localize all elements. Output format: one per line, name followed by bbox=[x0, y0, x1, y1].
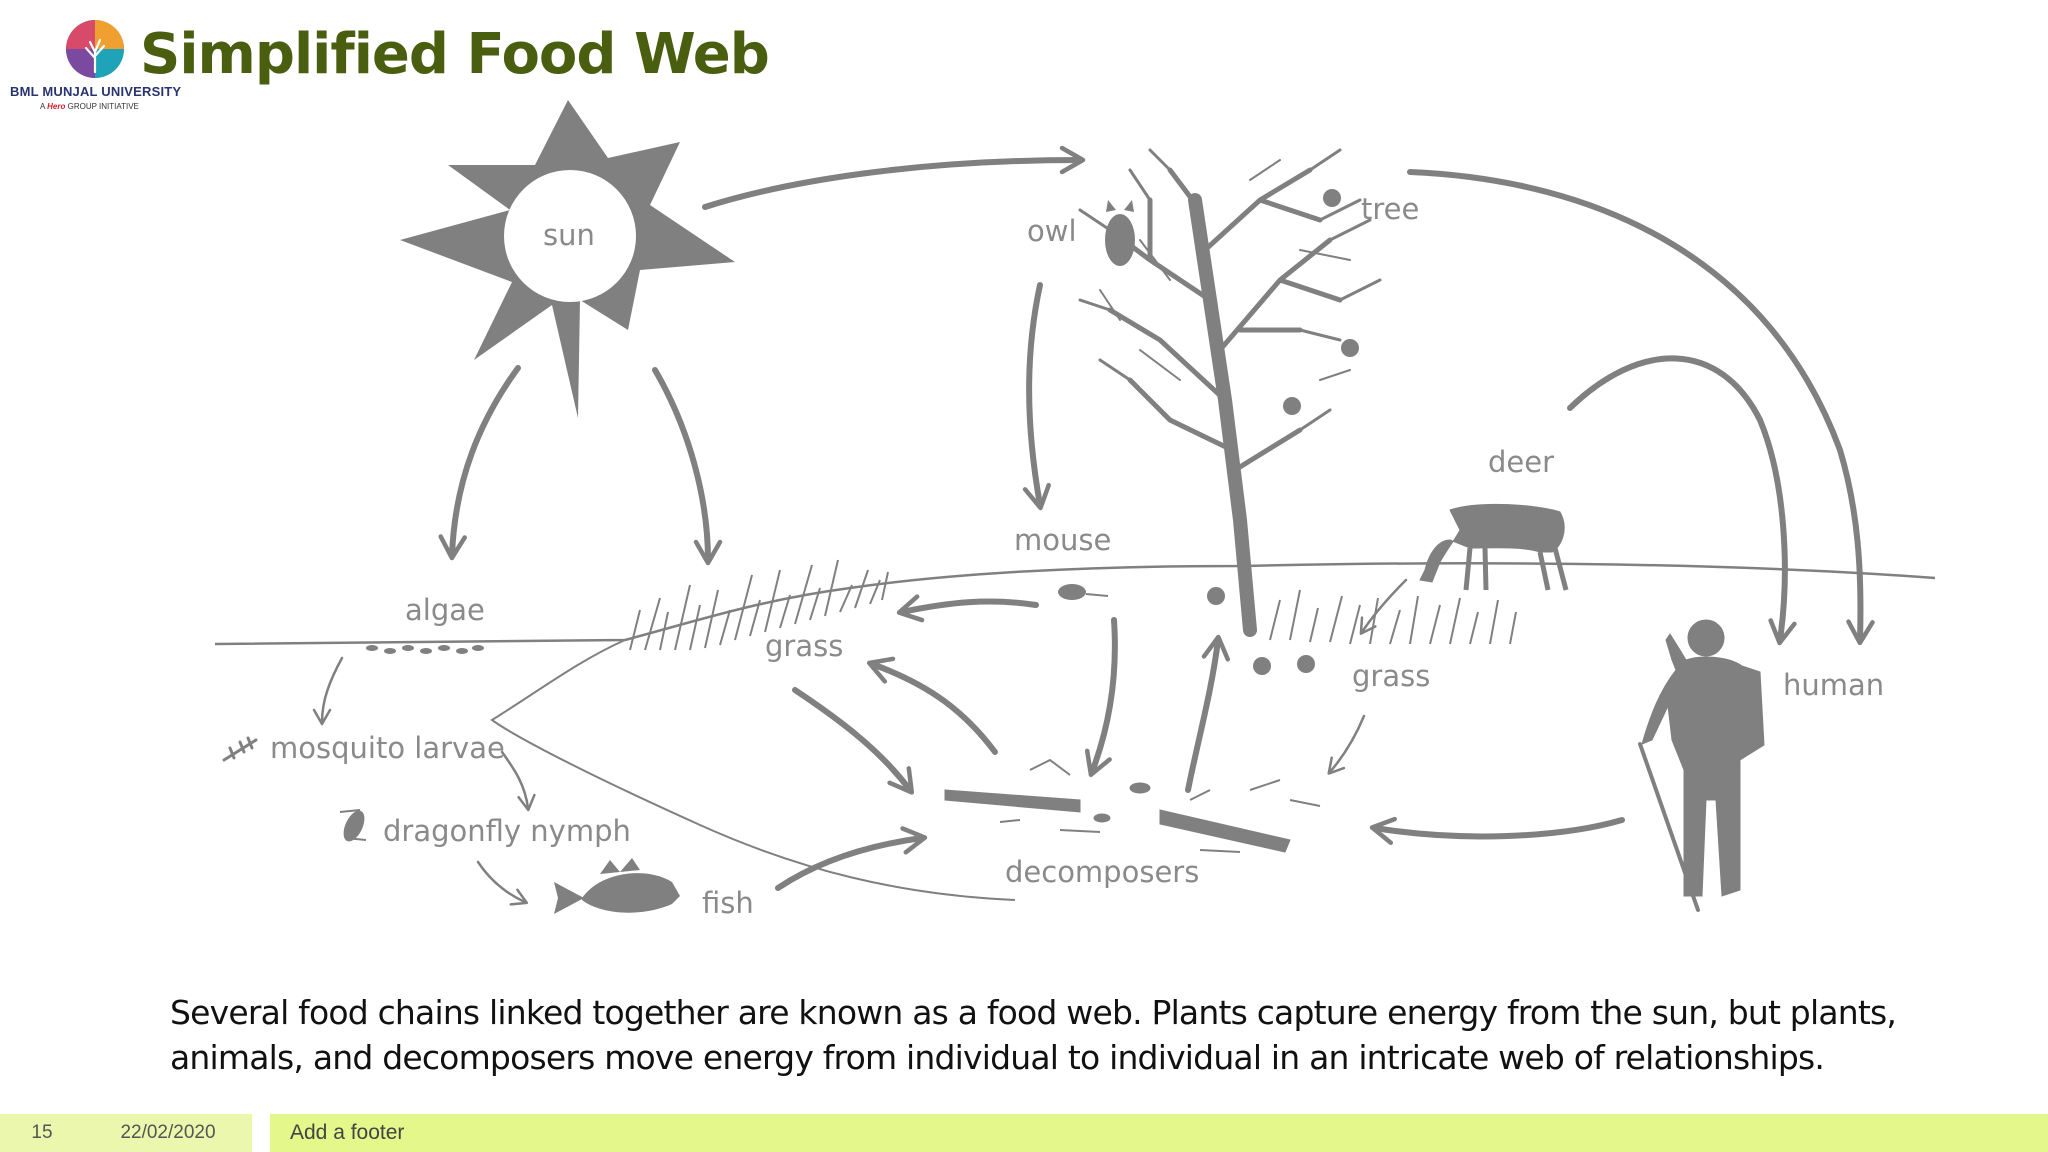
label-decomposers: decomposers bbox=[1005, 855, 1199, 889]
ground-line bbox=[214, 562, 1936, 646]
arrow-owl-to-mouse bbox=[1022, 282, 1051, 511]
label-mouse: mouse bbox=[1014, 523, 1111, 557]
arrow-larvae-to-nymph bbox=[500, 750, 536, 812]
grass-right-icon bbox=[1269, 589, 1517, 645]
owl-icon bbox=[1105, 200, 1135, 266]
food-web-diagram: sun owl tree mouse deer algae grass gras… bbox=[214, 100, 1936, 920]
hero-brand: Hero bbox=[47, 102, 66, 111]
arrow-mouse-to-grass bbox=[896, 594, 1039, 623]
arrow-grass-to-decomposers-right bbox=[1327, 714, 1366, 775]
logo-tagline: A Hero GROUP INITIATIVE bbox=[40, 102, 139, 111]
energy-arrows bbox=[438, 145, 1875, 891]
arrow-human-to-decomposers bbox=[1369, 816, 1625, 846]
apple-icon bbox=[1207, 189, 1359, 675]
arrow-deer-to-human bbox=[1567, 355, 1797, 646]
label-tree: tree bbox=[1361, 192, 1419, 226]
small-arrows bbox=[312, 578, 1408, 906]
arrow-sun-to-tree bbox=[702, 145, 1086, 210]
arrow-tree-to-human bbox=[1407, 169, 1875, 646]
grass-left-icon bbox=[629, 559, 889, 651]
dragonfly-nymph-icon bbox=[339, 809, 367, 842]
arrow-decomposers-to-tree bbox=[1185, 634, 1231, 793]
sun-icon bbox=[400, 100, 735, 418]
mouse-icon bbox=[1058, 584, 1109, 600]
arrow-deer-to-grass bbox=[1359, 578, 1408, 635]
label-mosquito-larvae: mosquito larvae bbox=[270, 731, 505, 765]
arrow-mouse-to-decomposers bbox=[1084, 617, 1118, 778]
arrow-fish-to-decomposers bbox=[775, 826, 928, 891]
slide-number: 15 bbox=[0, 1114, 84, 1152]
decomposers-icon bbox=[944, 758, 1321, 853]
university-logo: BML MUNJAL UNIVERSITY A Hero GROUP INITI… bbox=[6, 14, 196, 114]
footer-bar: 15 22/02/2020 Add a footer bbox=[0, 1114, 2048, 1152]
label-algae: algae bbox=[405, 593, 485, 627]
shore-line bbox=[490, 639, 1016, 901]
arrow-sun-to-algae bbox=[438, 365, 521, 561]
tree-icon bbox=[1078, 148, 1382, 637]
footer-divider bbox=[252, 1114, 270, 1152]
label-human: human bbox=[1783, 668, 1884, 702]
algae-icon bbox=[366, 645, 484, 654]
tree-logo-icon bbox=[66, 20, 124, 78]
label-fish: fish bbox=[702, 886, 754, 920]
label-grass-left: grass bbox=[765, 629, 843, 663]
label-grass-right: grass bbox=[1352, 659, 1430, 693]
arrow-grass-to-decomposers bbox=[792, 687, 915, 795]
caption-text: Several food chains linked together are … bbox=[170, 993, 1897, 1077]
arrow-nymph-to-fish bbox=[476, 860, 529, 906]
label-dragonfly-nymph: dragonfly nymph bbox=[383, 814, 631, 848]
label-owl: owl bbox=[1027, 214, 1077, 248]
slide-title: Simplified Food Web bbox=[140, 22, 770, 87]
mosquito-larvae-icon bbox=[222, 736, 258, 762]
footer-text: Add a footer bbox=[270, 1114, 2048, 1152]
logo-university-name: BML MUNJAL UNIVERSITY bbox=[10, 84, 182, 99]
footer-date: 22/02/2020 bbox=[84, 1114, 252, 1152]
human-icon bbox=[1638, 619, 1765, 912]
arrow-sun-to-grass bbox=[652, 367, 723, 566]
fish-icon bbox=[554, 858, 680, 914]
arrow-algae-to-larvae bbox=[312, 656, 344, 726]
arrow-decomposers-to-grass bbox=[866, 656, 998, 755]
label-deer: deer bbox=[1488, 445, 1554, 479]
label-sun: sun bbox=[543, 218, 595, 252]
deer-icon bbox=[1419, 503, 1569, 591]
